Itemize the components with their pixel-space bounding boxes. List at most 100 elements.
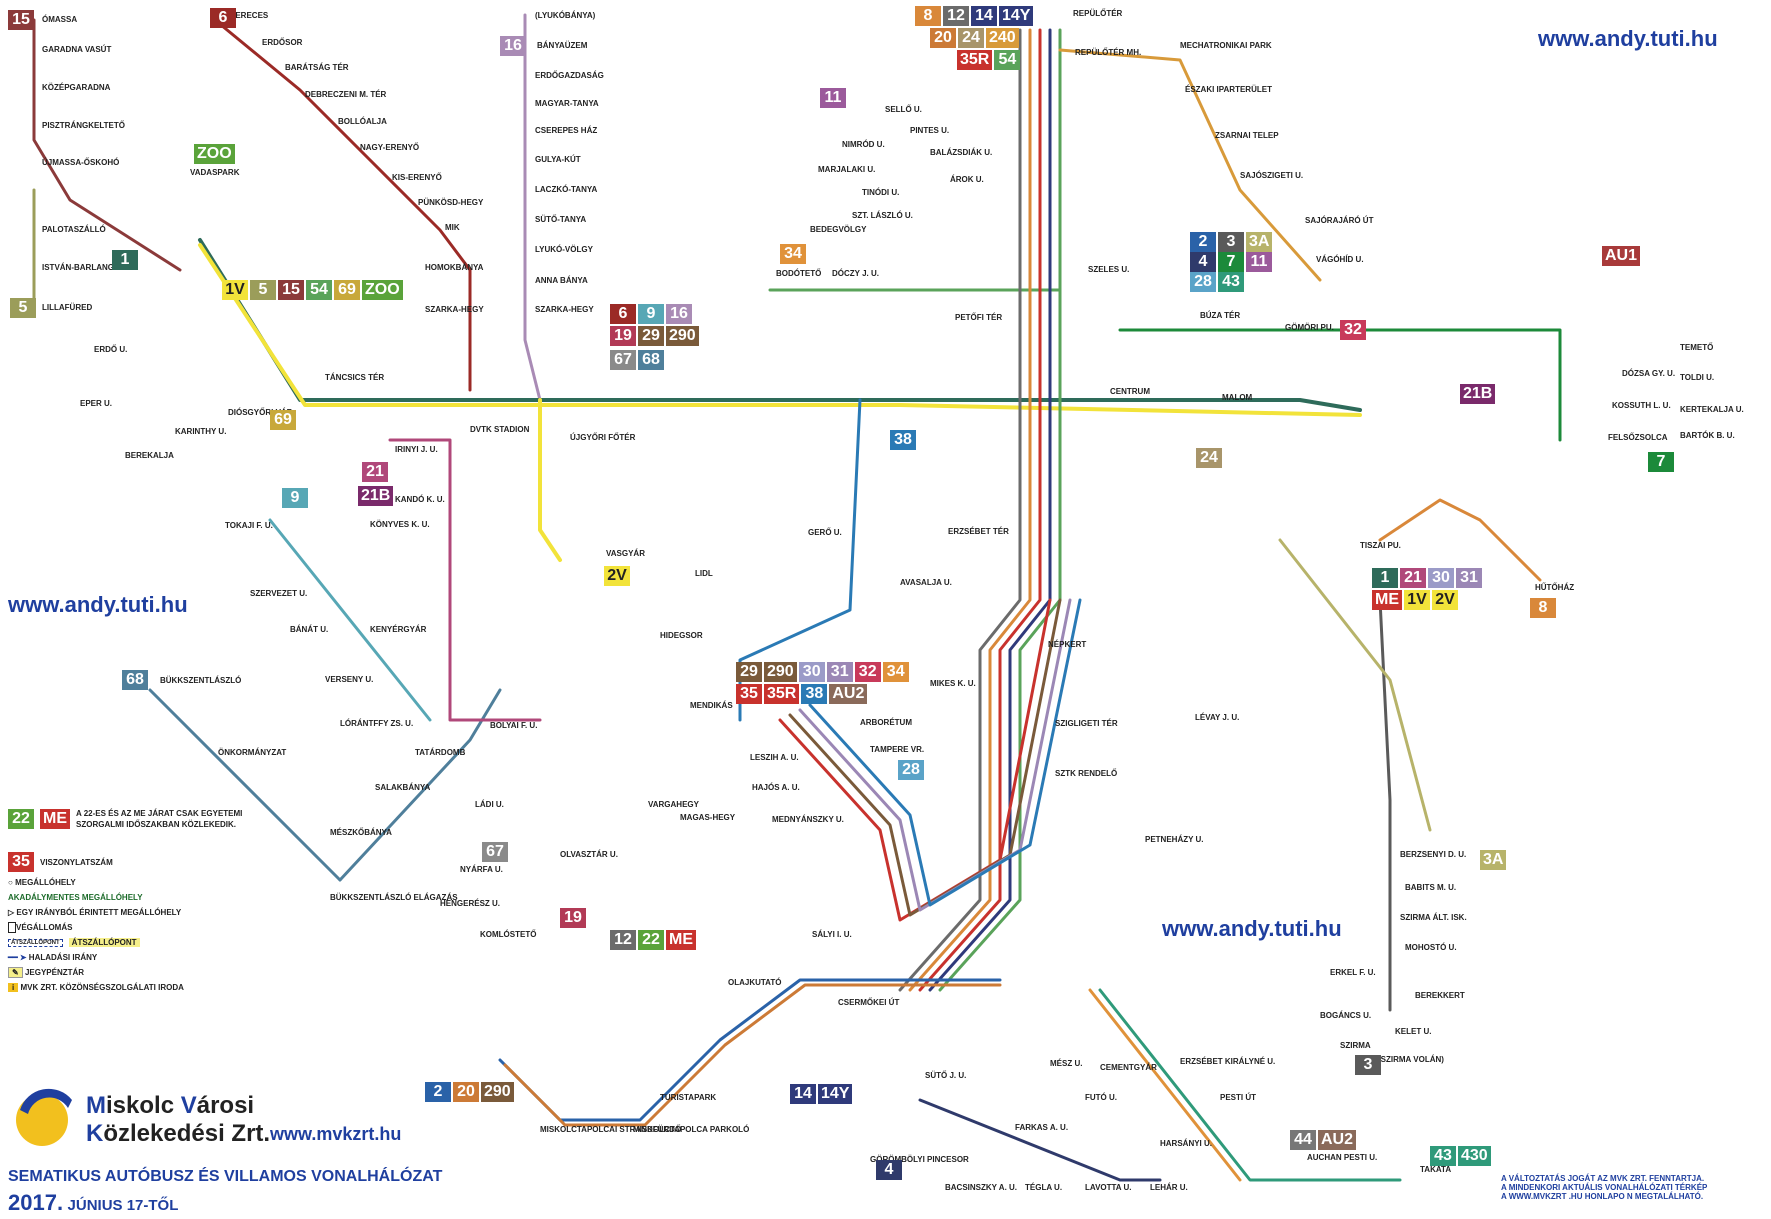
route-badge-15[interactable]: 15 [8, 10, 34, 30]
route-badge-6[interactable]: 6 [210, 8, 236, 28]
route-badge-2v[interactable]: 2V [604, 566, 630, 586]
route-badge-1v[interactable]: 1V [222, 280, 248, 300]
stop-salakbanya: SALAKBÁNYA [375, 783, 430, 792]
route-badge-24[interactable]: 24 [1196, 448, 1222, 468]
route-badge-32[interactable]: 32 [854, 662, 881, 682]
route-badge-430[interactable]: 430 [1458, 1146, 1491, 1166]
route-badge-16[interactable]: 16 [500, 36, 526, 56]
route-badge-35[interactable]: 35 [736, 684, 762, 704]
route-badge-24[interactable]: 24 [958, 28, 984, 48]
route-badge-2[interactable]: 2 [1190, 232, 1216, 252]
route-badge-14[interactable]: 14 [790, 1084, 816, 1104]
stop-baratsag: BARÁTSÁG TÉR [285, 63, 349, 72]
route-badge-9[interactable]: 9 [282, 488, 308, 508]
route-badge-5[interactable]: 5 [10, 298, 36, 318]
route-badge-20[interactable]: 20 [930, 28, 956, 48]
route-badge-34[interactable]: 34 [882, 662, 909, 682]
route-badge-6[interactable]: 6 [610, 304, 636, 324]
route-badge-group: 21 [362, 462, 388, 482]
route-badge-68[interactable]: 68 [638, 350, 664, 370]
stop-toldi: TOLDI U. [1680, 373, 1714, 382]
company-url[interactable]: www.mvkzrt.hu [270, 1124, 402, 1144]
route-badge-12[interactable]: 12 [943, 6, 969, 26]
route-badge-35r[interactable]: 35R [957, 50, 993, 70]
route-badge-2v[interactable]: 2V [1432, 590, 1458, 610]
route-badge-19[interactable]: 19 [560, 908, 586, 928]
route-badge-3a[interactable]: 3A [1480, 850, 1507, 870]
route-badge-14y[interactable]: 14Y [818, 1084, 853, 1104]
route-badge-1[interactable]: 1 [1372, 568, 1398, 588]
map-title: SEMATIKUS AUTÓBUSZ ÉS VILLAMOS VONALHÁLÓ… [8, 1168, 443, 1185]
route-badge-54[interactable]: 54 [994, 50, 1021, 70]
route-badge-3[interactable]: 3 [1218, 232, 1244, 252]
route-badge-14y[interactable]: 14Y [999, 6, 1034, 26]
route-badge-35r[interactable]: 35R [764, 684, 800, 704]
stop-tegla: TÉGLA U. [1025, 1183, 1062, 1192]
route-badge-au2[interactable]: AU2 [829, 684, 868, 704]
stop-kando: KANDÓ K. U. [395, 495, 445, 504]
route-badge-3a[interactable]: 3A [1246, 232, 1273, 252]
route-badge-69[interactable]: 69 [270, 410, 296, 430]
route-badge-31[interactable]: 31 [1456, 568, 1482, 588]
route-badge-11[interactable]: 11 [820, 88, 846, 108]
route-badge-44[interactable]: 44 [1290, 1130, 1316, 1150]
route-badge-1v[interactable]: 1V [1404, 590, 1430, 610]
route-badge-au2[interactable]: AU2 [1318, 1130, 1357, 1150]
route-badge-43[interactable]: 43 [1218, 272, 1244, 292]
route-badge-3[interactable]: 3 [1355, 1055, 1381, 1075]
route-badge-69[interactable]: 69 [334, 280, 360, 300]
route-badge-21b[interactable]: 21B [1460, 384, 1496, 404]
route-badge-zoo[interactable]: ZOO [194, 144, 235, 164]
route-badge-1[interactable]: 1 [112, 250, 138, 270]
route-badge-19[interactable]: 19 [610, 326, 636, 346]
route-badge-68[interactable]: 68 [122, 670, 148, 690]
route-badge-14[interactable]: 14 [971, 6, 997, 26]
route-badge-29[interactable]: 29 [736, 662, 762, 682]
route-badge-4[interactable]: 4 [1190, 252, 1216, 272]
route-badge-7[interactable]: 7 [1648, 452, 1674, 472]
route-badge-21b[interactable]: 21B [358, 486, 394, 506]
route-badge-22[interactable]: 22 [638, 930, 664, 950]
route-badge-8[interactable]: 8 [915, 6, 941, 26]
route-badge-2[interactable]: 2 [425, 1082, 451, 1102]
route-badge-67[interactable]: 67 [482, 842, 508, 862]
route-badge-zoo[interactable]: ZOO [362, 280, 403, 300]
route-badge-43[interactable]: 43 [1430, 1146, 1456, 1166]
route-badge-9[interactable]: 9 [638, 304, 664, 324]
route-badge-12[interactable]: 12 [610, 930, 636, 950]
route-badge-290[interactable]: 290 [764, 662, 797, 682]
route-badge-16[interactable]: 16 [666, 304, 692, 324]
route-badge-21[interactable]: 21 [362, 462, 388, 482]
route-badge-34[interactable]: 34 [780, 244, 806, 264]
stop-pereces: PERECES [230, 11, 269, 20]
route-badge-30[interactable]: 30 [798, 662, 825, 682]
route-badge-21[interactable]: 21 [1400, 568, 1426, 588]
route-badge-29[interactable]: 29 [638, 326, 664, 346]
route-badge-15[interactable]: 15 [278, 280, 304, 300]
route-badge-group: AU1 [1602, 246, 1641, 266]
route-badge-31[interactable]: 31 [826, 662, 853, 682]
route-badge-me[interactable]: ME [1372, 590, 1402, 610]
route-badge-me[interactable]: ME [666, 930, 696, 950]
route-badge-28[interactable]: 28 [898, 760, 924, 780]
route-badge-5[interactable]: 5 [250, 280, 276, 300]
route-badge-290[interactable]: 290 [666, 326, 699, 346]
route-badge-11[interactable]: 11 [1246, 252, 1272, 272]
stop-erdogazd: ERDŐGAZDASÁG [535, 71, 604, 80]
route-line-16 [523, 13, 542, 402]
route-badge-67[interactable]: 67 [610, 350, 636, 370]
route-badge-38[interactable]: 38 [801, 684, 828, 704]
route-badge-32[interactable]: 32 [1340, 320, 1366, 340]
route-badge-240[interactable]: 240 [986, 28, 1019, 48]
route-badge-20[interactable]: 20 [453, 1082, 479, 1102]
route-badge-290[interactable]: 290 [481, 1082, 514, 1102]
route-badge-7[interactable]: 7 [1218, 252, 1244, 272]
route-badge-8[interactable]: 8 [1530, 598, 1556, 618]
route-badge-54[interactable]: 54 [306, 280, 332, 300]
route-badge-30[interactable]: 30 [1428, 568, 1454, 588]
route-badge-28[interactable]: 28 [1190, 272, 1216, 292]
route-badge-4[interactable]: 4 [876, 1160, 902, 1180]
route-badge-38[interactable]: 38 [890, 430, 916, 450]
route-badge-au1[interactable]: AU1 [1602, 246, 1641, 266]
